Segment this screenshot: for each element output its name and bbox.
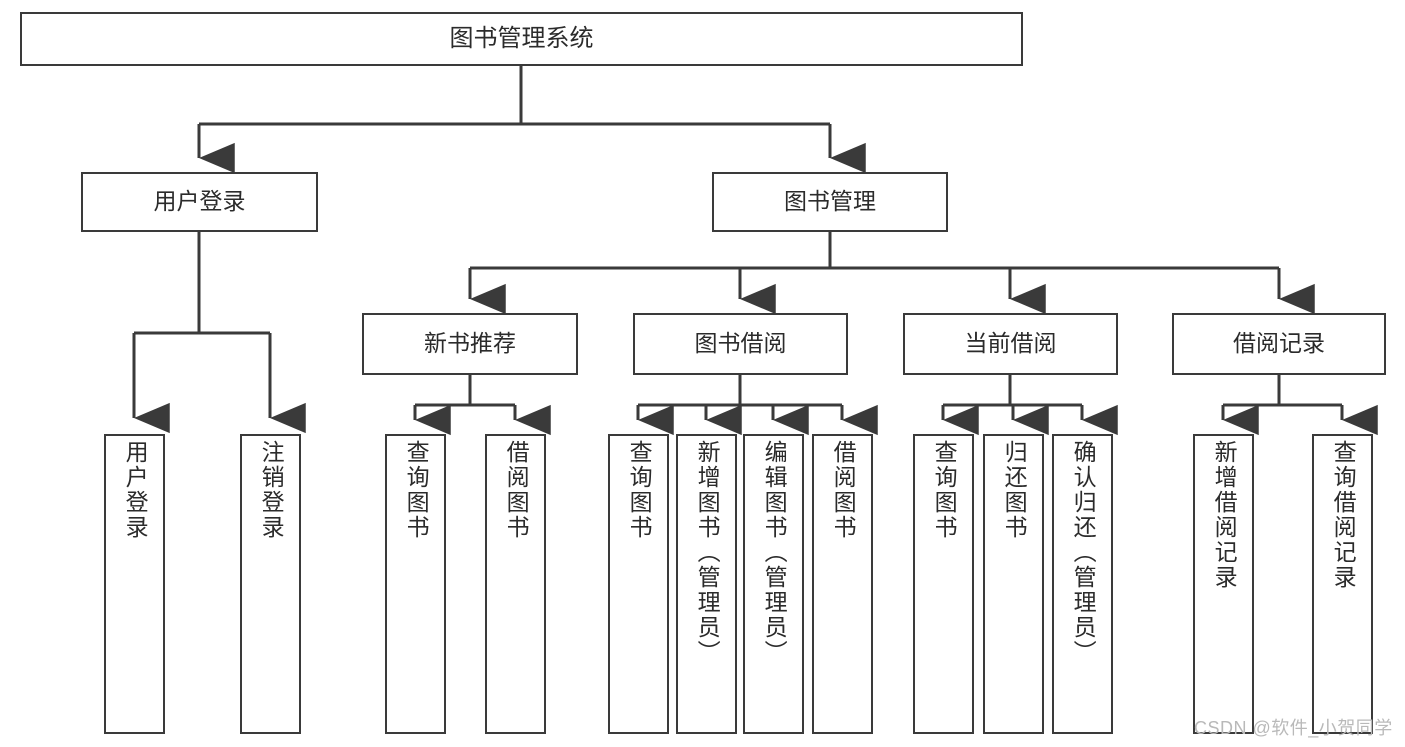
node-root[interactable]: 图书管理系统 xyxy=(20,12,1023,66)
leaf-add-record[interactable]: 新增借阅记录 xyxy=(1193,434,1254,734)
node-book-borrow-label: 图书借阅 xyxy=(694,330,787,357)
node-current-borrow[interactable]: 当前借阅 xyxy=(903,313,1118,375)
node-new-book-recommend[interactable]: 新书推荐 xyxy=(362,313,578,375)
node-borrow-record-label: 借阅记录 xyxy=(1233,330,1325,357)
leaf-query-book-1-label: 查询图书 xyxy=(403,440,430,540)
leaf-confirm-return[interactable]: 确认归还（管理员） xyxy=(1052,434,1113,734)
leaf-query-book-3-label: 查询图书 xyxy=(931,440,958,540)
leaf-logout-login[interactable]: 注销登录 xyxy=(240,434,301,734)
node-new-book-recommend-label: 新书推荐 xyxy=(424,330,516,357)
node-user-login-label: 用户登录 xyxy=(153,188,246,215)
node-current-borrow-label: 当前借阅 xyxy=(964,330,1057,357)
leaf-query-record[interactable]: 查询借阅记录 xyxy=(1312,434,1373,734)
leaf-add-record-label: 新增借阅记录 xyxy=(1211,440,1238,590)
node-borrow-record[interactable]: 借阅记录 xyxy=(1172,313,1386,375)
csdn-watermark: CSDN @软件_小贺同学 xyxy=(1194,718,1393,738)
leaf-borrow-book-1-label: 借阅图书 xyxy=(503,440,530,540)
node-user-login[interactable]: 用户登录 xyxy=(81,172,318,232)
leaf-query-record-label: 查询借阅记录 xyxy=(1330,440,1357,590)
leaf-user-login[interactable]: 用户登录 xyxy=(104,434,165,734)
node-book-manage-label: 图书管理 xyxy=(784,188,876,215)
leaf-add-book[interactable]: 新增图书（管理员） xyxy=(676,434,737,734)
leaf-logout-login-label: 注销登录 xyxy=(258,440,285,540)
node-book-manage[interactable]: 图书管理 xyxy=(712,172,948,232)
leaf-query-book-3[interactable]: 查询图书 xyxy=(913,434,974,734)
leaf-confirm-return-label: 确认归还（管理员） xyxy=(1070,440,1097,665)
leaf-edit-book[interactable]: 编辑图书（管理员） xyxy=(743,434,804,734)
node-root-label: 图书管理系统 xyxy=(449,24,594,52)
leaf-user-login-label: 用户登录 xyxy=(122,440,149,540)
leaf-borrow-book-1[interactable]: 借阅图书 xyxy=(485,434,546,734)
leaf-borrow-book-2-label: 借阅图书 xyxy=(830,440,857,540)
leaf-edit-book-label: 编辑图书（管理员） xyxy=(761,440,788,665)
leaf-add-book-label: 新增图书（管理员） xyxy=(694,440,721,665)
leaf-query-book-2[interactable]: 查询图书 xyxy=(608,434,669,734)
leaf-return-book-label: 归还图书 xyxy=(1001,440,1028,540)
leaf-query-book-2-label: 查询图书 xyxy=(626,440,653,540)
leaf-query-book-1[interactable]: 查询图书 xyxy=(385,434,446,734)
leaf-return-book[interactable]: 归还图书 xyxy=(983,434,1044,734)
node-book-borrow[interactable]: 图书借阅 xyxy=(633,313,848,375)
leaf-borrow-book-2[interactable]: 借阅图书 xyxy=(812,434,873,734)
